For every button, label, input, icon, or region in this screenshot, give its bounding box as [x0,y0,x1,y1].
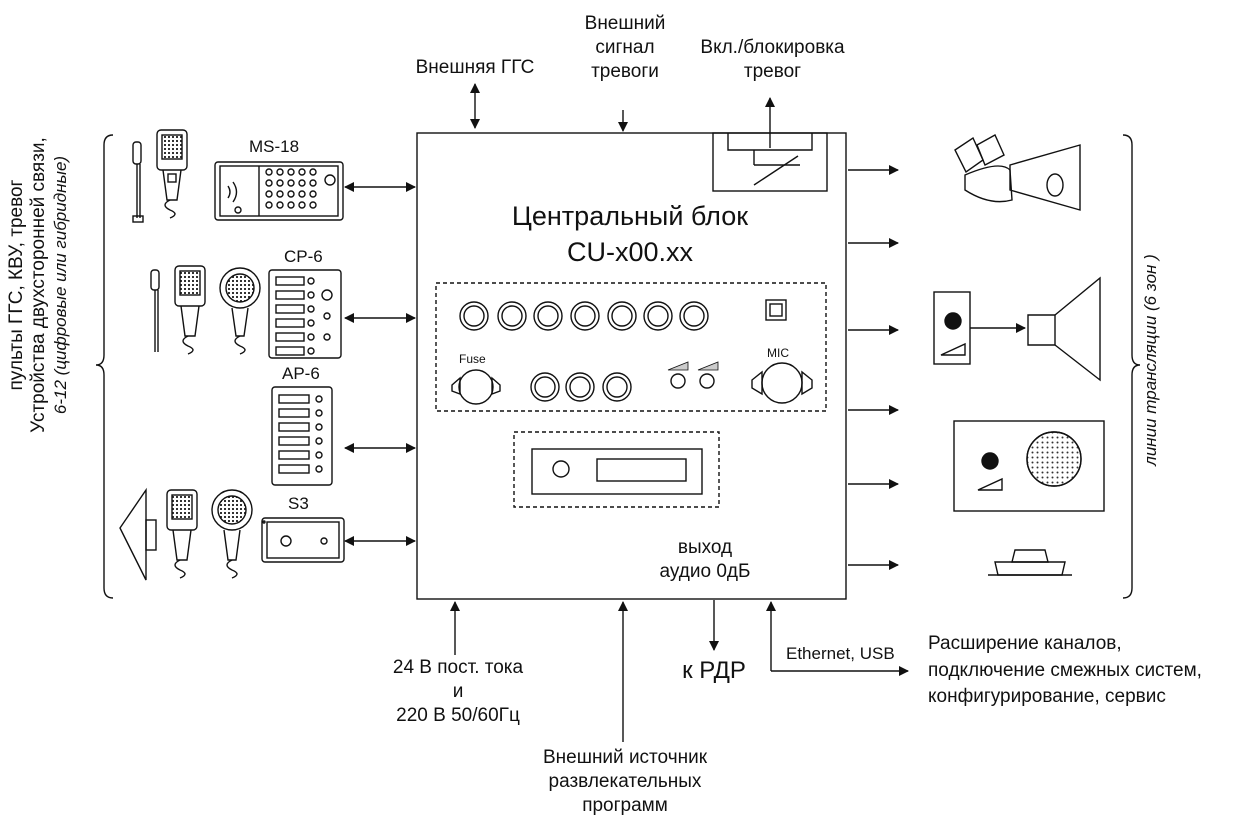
entertainment-label: Внешний источник развлекательных програм… [520,746,730,817]
ap6-label: AP-6 [282,364,320,383]
horn-speaker-graphic-2 [933,276,1101,382]
entertainment-line-1: Внешний источник [542,747,708,768]
audio-out-line-1: выход [677,537,733,558]
power-line-1: 24 В пост. тока [392,657,524,678]
audio-out-line-2: аудио 0дБ [659,560,751,582]
external-alarm-line-1: Внешний [584,13,666,34]
left-group-line-3: 6-12 (цифровые или гибридные) [51,155,70,415]
external-alarm-line-3: тревоги [591,60,659,82]
expansion-line-3: конфигурирование, сервис [928,686,1166,708]
central-unit-title-line-2: CU-x00.xx [566,237,694,268]
panel-knobs [459,299,787,402]
to-rdr-label: к РДР [682,657,746,684]
external-pa-label: Внешняя ГГС [415,57,535,78]
expansion-line-1: Расширение каналов, [928,633,1122,654]
left-group-line-2: Устройства двухсторонней связи, [28,137,49,433]
s3-panel-graphic [261,517,345,563]
ap6-panel-graphic [271,386,333,486]
handheld-mic-graphic-3 [166,489,198,579]
fuse-label: Fuse [459,352,486,366]
s3-label: S3 [288,494,309,513]
right-brace [1122,134,1141,599]
gooseneck-mic-graphic-1 [132,141,144,223]
power-label: 24 В пост. тока и 220 В 50/60Гц [370,656,546,727]
cabinet-speaker-graphic [953,420,1105,512]
gooseneck-mic-graphic-2 [150,269,160,352]
horn-speaker-graphic-1 [954,134,1081,211]
ms18-panel-graphic [214,161,344,221]
right-group-label: линии трансляции (6 зон ) [1141,254,1160,466]
round-mic-graphic-2 [211,489,253,579]
mic-connector [751,362,813,404]
alarm-enable-line-2: тревог [743,60,802,82]
alarm-enable-label: Вкл./блокировка тревог [690,36,855,84]
fuse-connector [451,369,501,405]
central-unit-title: Центральный блок CU-x00.xx [470,198,790,271]
expansion-line-2: подключение смежных систем, [928,659,1202,681]
external-alarm-label: Внешний сигнал тревоги [555,12,695,83]
mic-label: MIC [767,346,789,360]
audio-out-label: выход аудио 0дБ [640,536,770,584]
entertainment-line-2: развлекательных [548,770,702,792]
power-line-2: и [452,680,464,702]
left-brace [95,134,114,599]
handheld-mic-graphic-1 [156,129,188,219]
round-mic-graphic-1 [219,267,261,355]
expansion-label: Расширение каналов, подключение смежных … [928,631,1202,711]
ms18-label: MS-18 [249,137,300,156]
cp6-panel-graphic [268,269,342,359]
ceiling-speaker-graphic [988,549,1072,576]
cp6-label: CP-6 [284,247,323,266]
entertainment-line-3: программ [582,794,668,816]
central-unit-title-line-1: Центральный блок [511,201,749,231]
external-alarm-line-2: сигнал [595,36,655,58]
alarm-enable-line-1: Вкл./блокировка [700,37,845,58]
ethernet-label: Ethernet, USB [786,644,895,663]
left-group-label: пульты ГГС, КВУ, тревог Устройства двухс… [6,50,72,520]
left-group-line-1: пульты ГГС, КВУ, тревог [6,179,27,391]
power-line-3: 220 В 50/60Гц [396,704,520,726]
central-unit-box [416,132,847,600]
ms18-keys [265,168,317,209]
horn-speaker-graphic-left [119,487,157,581]
handheld-mic-graphic-2 [174,265,206,355]
